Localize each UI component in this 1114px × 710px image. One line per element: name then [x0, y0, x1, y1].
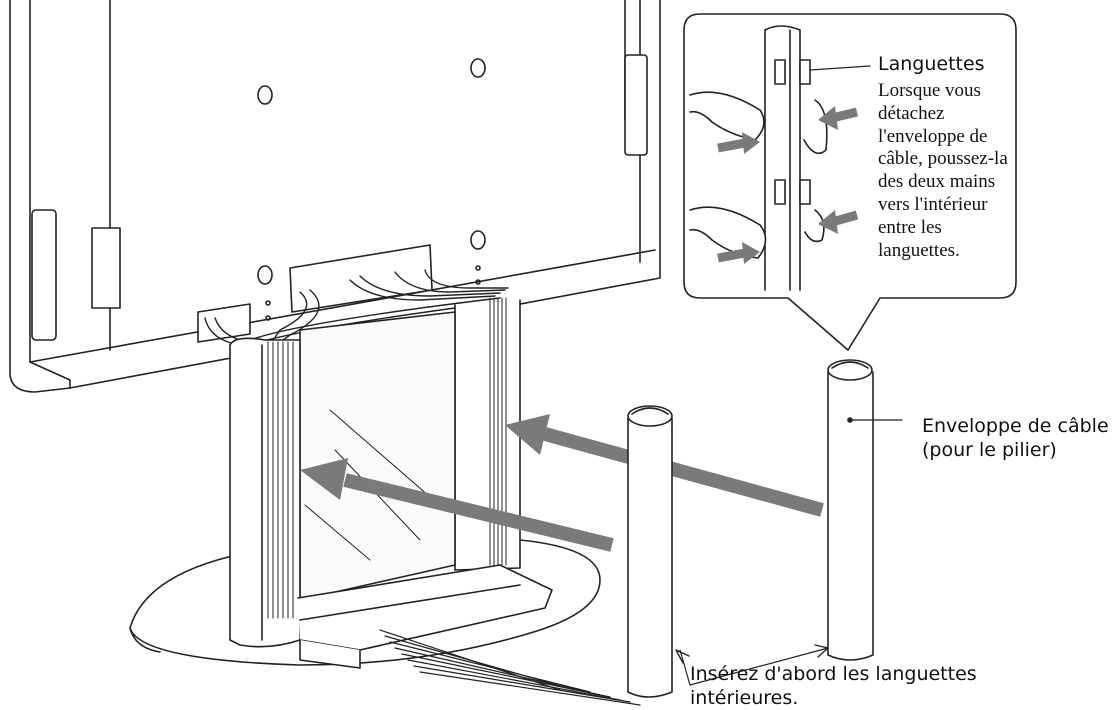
tv-back-panel — [9, 0, 661, 393]
callout-zoom-box — [683, 13, 1017, 351]
cable-cover-piece-right — [827, 359, 874, 661]
callout-line: vers l'intérieur — [878, 193, 988, 215]
insert-instruction: Insérez d'abord les languettes — [690, 663, 977, 685]
cable-cover-sublabel: (pour le pilier) — [922, 439, 1057, 461]
insert-instruction-cont: intérieures. — [690, 687, 799, 709]
cable-exit — [379, 629, 641, 706]
cable-cover-piece-left — [627, 405, 673, 698]
insert-arrow-right — [505, 414, 824, 517]
cable-cover-label: Enveloppe de câble — [922, 415, 1109, 437]
callout-line: Lorsque vous — [878, 80, 981, 101]
callout-instructions: Lorsque vous détachez l'enveloppe de câb… — [878, 80, 1008, 262]
callout-line: des deux mains — [878, 171, 996, 193]
callout-line: languettes. — [878, 239, 960, 261]
callout-line: détachez — [878, 102, 945, 124]
callout-line: entre les — [878, 216, 942, 238]
insert-arrow-left — [300, 458, 614, 552]
insert-leader-left — [679, 649, 691, 686]
callout-line: l'enveloppe de — [878, 125, 988, 147]
insert-leader-right — [689, 647, 829, 686]
tabs-label: Languettes — [878, 53, 985, 75]
callout-line: câble, poussez-la — [878, 148, 1008, 170]
stand-pillar-frame — [229, 297, 553, 669]
